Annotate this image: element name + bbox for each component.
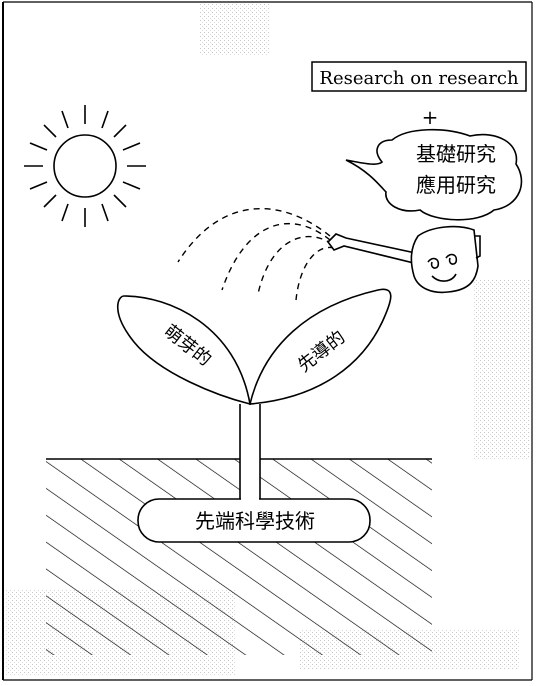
- leaf-left: 萌芽的: [116, 295, 252, 406]
- research-on-research-box: Research on research: [311, 61, 527, 92]
- watering-can-icon: [326, 225, 481, 294]
- water-spray: [177, 208, 335, 301]
- cloud-line-applied-research: 應用研究: [416, 173, 496, 197]
- cloud-line-basic-research: 基礎研究: [416, 142, 496, 166]
- sun-icon: [24, 105, 146, 227]
- root-bulb-label: 先端科學技術: [195, 509, 315, 533]
- ground: [46, 458, 432, 655]
- plus-sign: +: [422, 105, 439, 129]
- research-on-research-label: Research on research: [319, 68, 519, 89]
- plant-stem: [239, 404, 261, 500]
- speech-cloud: 基礎研究 應用研究: [345, 128, 523, 221]
- root-bulb: 先端科學技術: [137, 496, 371, 543]
- leaf-right: 先導的: [248, 288, 392, 405]
